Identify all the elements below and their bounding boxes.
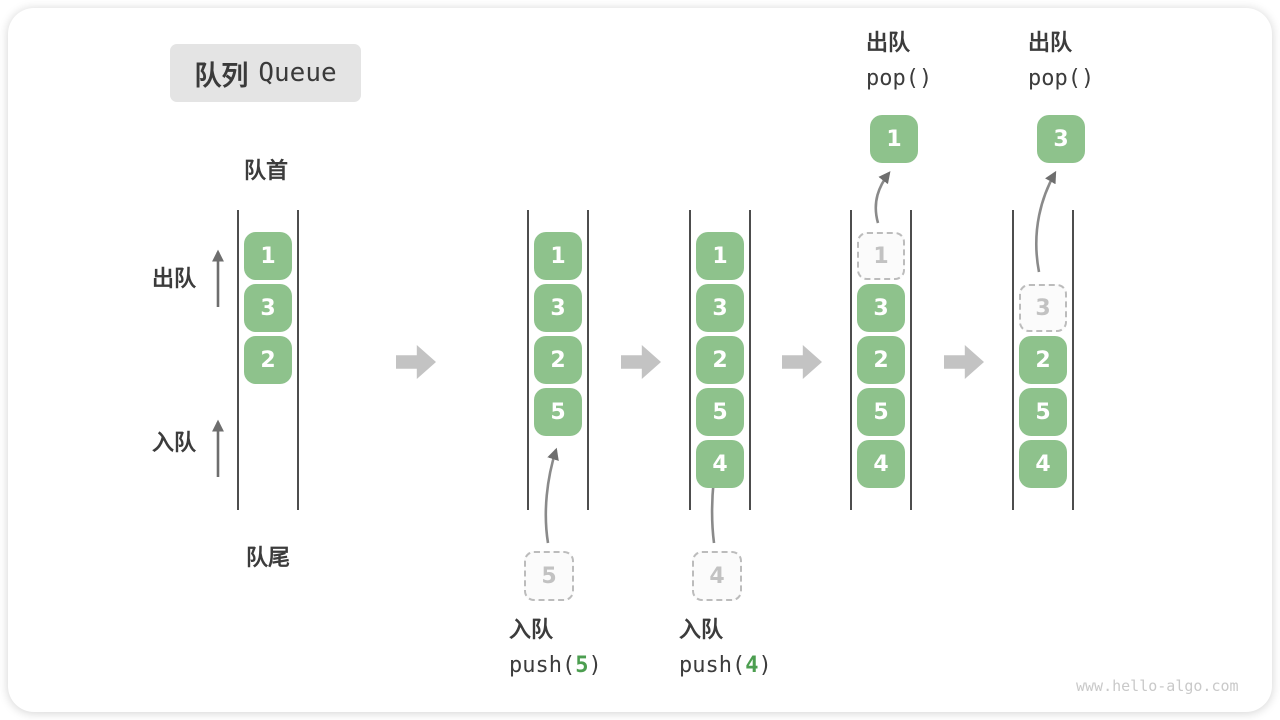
operation-action-label: 出队 [1028,31,1073,56]
label-enqueue: 入队 [151,431,197,456]
queue-cell: 5 [857,388,905,436]
operation-action-label: 出队 [866,31,911,56]
queue-wall-right [1072,210,1074,510]
queue-cell: 1 [696,232,744,280]
queue-cell: 5 [534,388,582,436]
queue-cell: 3 [857,284,905,332]
code-suffix: ) [918,66,933,91]
queue-cell: 4 [1019,440,1067,488]
code-prefix: push( [679,653,746,678]
queue-cell: 1 [244,232,292,280]
label-queue-front: 队首 [243,159,289,184]
queue-cell: 3 [244,284,292,332]
operation-code-label: pop() [1028,66,1094,92]
title-en: Queue [258,58,337,88]
queue-cell: 5 [1019,388,1067,436]
label-dequeue: 出队 [151,267,197,292]
queue-cell: 2 [857,336,905,384]
queue-wall-left [850,210,852,510]
title-box: 队列 Queue [170,44,361,102]
queue-cell-removed: 3 [1019,284,1067,332]
operation-action-label: 入队 [679,618,724,643]
queue-cell: 2 [534,336,582,384]
operation-action-label: 入队 [509,618,554,643]
pending-enqueue-box: 4 [692,551,742,601]
operation-label: 出队 pop() [1028,31,1094,92]
queue-cell: 4 [696,440,744,488]
popped-element-box: 3 [1037,115,1085,163]
code-suffix: ) [758,653,772,678]
code-suffix: ) [1080,66,1095,91]
queue-cell: 5 [696,388,744,436]
queue-wall-right [297,210,299,510]
pending-enqueue-box: 5 [524,551,574,601]
queue-wall-left [527,210,529,510]
code-prefix: push( [509,653,576,678]
queue-wall-right [587,210,589,510]
queue-cell: 3 [696,284,744,332]
operation-label: 入队 push(5) [509,618,602,679]
operation-code-label: push(5) [509,653,602,679]
queue-cell: 1 [534,232,582,280]
label-queue-rear: 队尾 [245,546,291,571]
queue-cell: 2 [1019,336,1067,384]
queue-wall-right [910,210,912,510]
operation-label: 出队 pop() [866,31,932,92]
queue-cell: 4 [857,440,905,488]
queue-cell: 3 [534,284,582,332]
code-prefix: pop( [866,66,919,91]
code-suffix: ) [588,653,602,678]
operation-code-label: pop() [866,66,932,92]
code-argument: 4 [745,653,759,678]
operation-code-label: push(4) [679,653,772,679]
queue-cell: 2 [696,336,744,384]
popped-element-box: 1 [870,115,918,163]
queue-wall-left [1012,210,1014,510]
queue-wall-right [749,210,751,510]
queue-wall-left [237,210,239,510]
queue-wall-left [689,210,691,510]
queue-cell-removed: 1 [857,232,905,280]
title-zh: 队列 [194,60,249,92]
code-argument: 5 [575,653,589,678]
operation-label: 入队 push(4) [679,618,772,679]
code-prefix: pop( [1028,66,1081,91]
watermark: www.hello-algo.com [1076,677,1239,695]
queue-cell: 2 [244,336,292,384]
